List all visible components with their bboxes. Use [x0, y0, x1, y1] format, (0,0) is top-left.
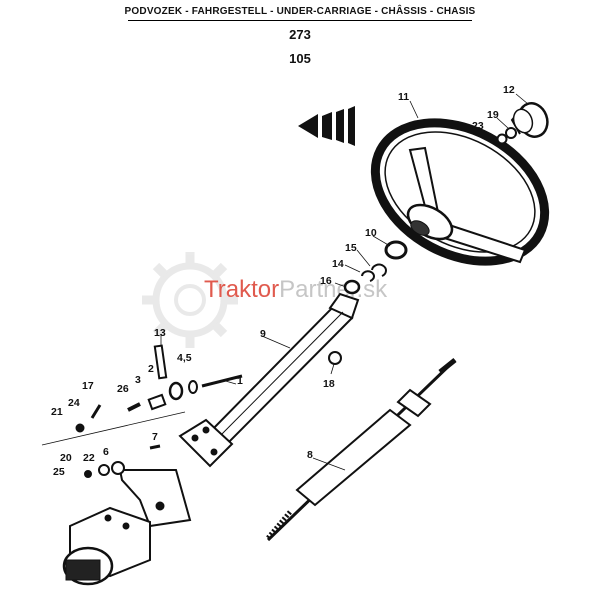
callout-22: 22: [83, 452, 95, 464]
callout-12: 12: [503, 84, 515, 96]
callout-4-5: 4,5: [177, 352, 192, 364]
callout-6: 6: [103, 446, 109, 458]
nut-18: [328, 351, 342, 365]
callout-11: 11: [398, 91, 409, 103]
reference-line: [41, 411, 186, 446]
callout-23: 23: [472, 120, 484, 132]
column-tube: [178, 292, 360, 468]
page-number: 273: [289, 27, 311, 42]
column-fittings: [343, 240, 408, 295]
callout-7: 7: [152, 431, 158, 443]
callout-2: 2: [148, 363, 154, 375]
callout-25: 25: [53, 466, 65, 478]
steering-unit: [62, 506, 151, 586]
gear-icon: [142, 252, 238, 348]
callout-10: 10: [365, 227, 377, 239]
figure-number: 105: [289, 51, 311, 66]
page-header: PODVOZEK - FAHRGESTELL - UNDER-CARRIAGE …: [124, 6, 476, 17]
callout-3: 3: [135, 374, 141, 386]
callout-17: 17: [82, 380, 94, 392]
callout-8: 8: [307, 449, 313, 461]
callout-15: 15: [345, 242, 357, 254]
lever-assembly: [75, 344, 243, 433]
watermark-text: TraktorPartner.sk: [204, 276, 388, 303]
direction-arrow-icon: [298, 106, 355, 146]
callout-19: 19: [487, 109, 499, 121]
callout-1: 1: [237, 375, 243, 387]
callout-labels: 1 2 3 4,5 6 7 8 9 10 11 12 13 14 15 16 1…: [51, 84, 515, 478]
bracket: [84, 444, 192, 528]
steering-shaft: [266, 358, 457, 542]
header-rule: [128, 20, 472, 21]
callout-16: 16: [320, 275, 332, 287]
horn-cap: [510, 102, 549, 138]
callout-9: 9: [260, 328, 266, 340]
callout-24: 24: [68, 397, 80, 409]
callout-21: 21: [51, 406, 63, 418]
steering-wheel: [370, 118, 550, 266]
callout-18: 18: [323, 378, 335, 390]
callout-26: 26: [117, 383, 129, 395]
callout-20: 20: [60, 452, 72, 464]
washer-23: [496, 133, 508, 145]
nut-19: [505, 127, 517, 139]
leader-lines: [160, 93, 529, 471]
callout-13: 13: [154, 327, 166, 339]
callout-14: 14: [332, 258, 344, 270]
watermark-brand: Traktor: [204, 276, 279, 303]
